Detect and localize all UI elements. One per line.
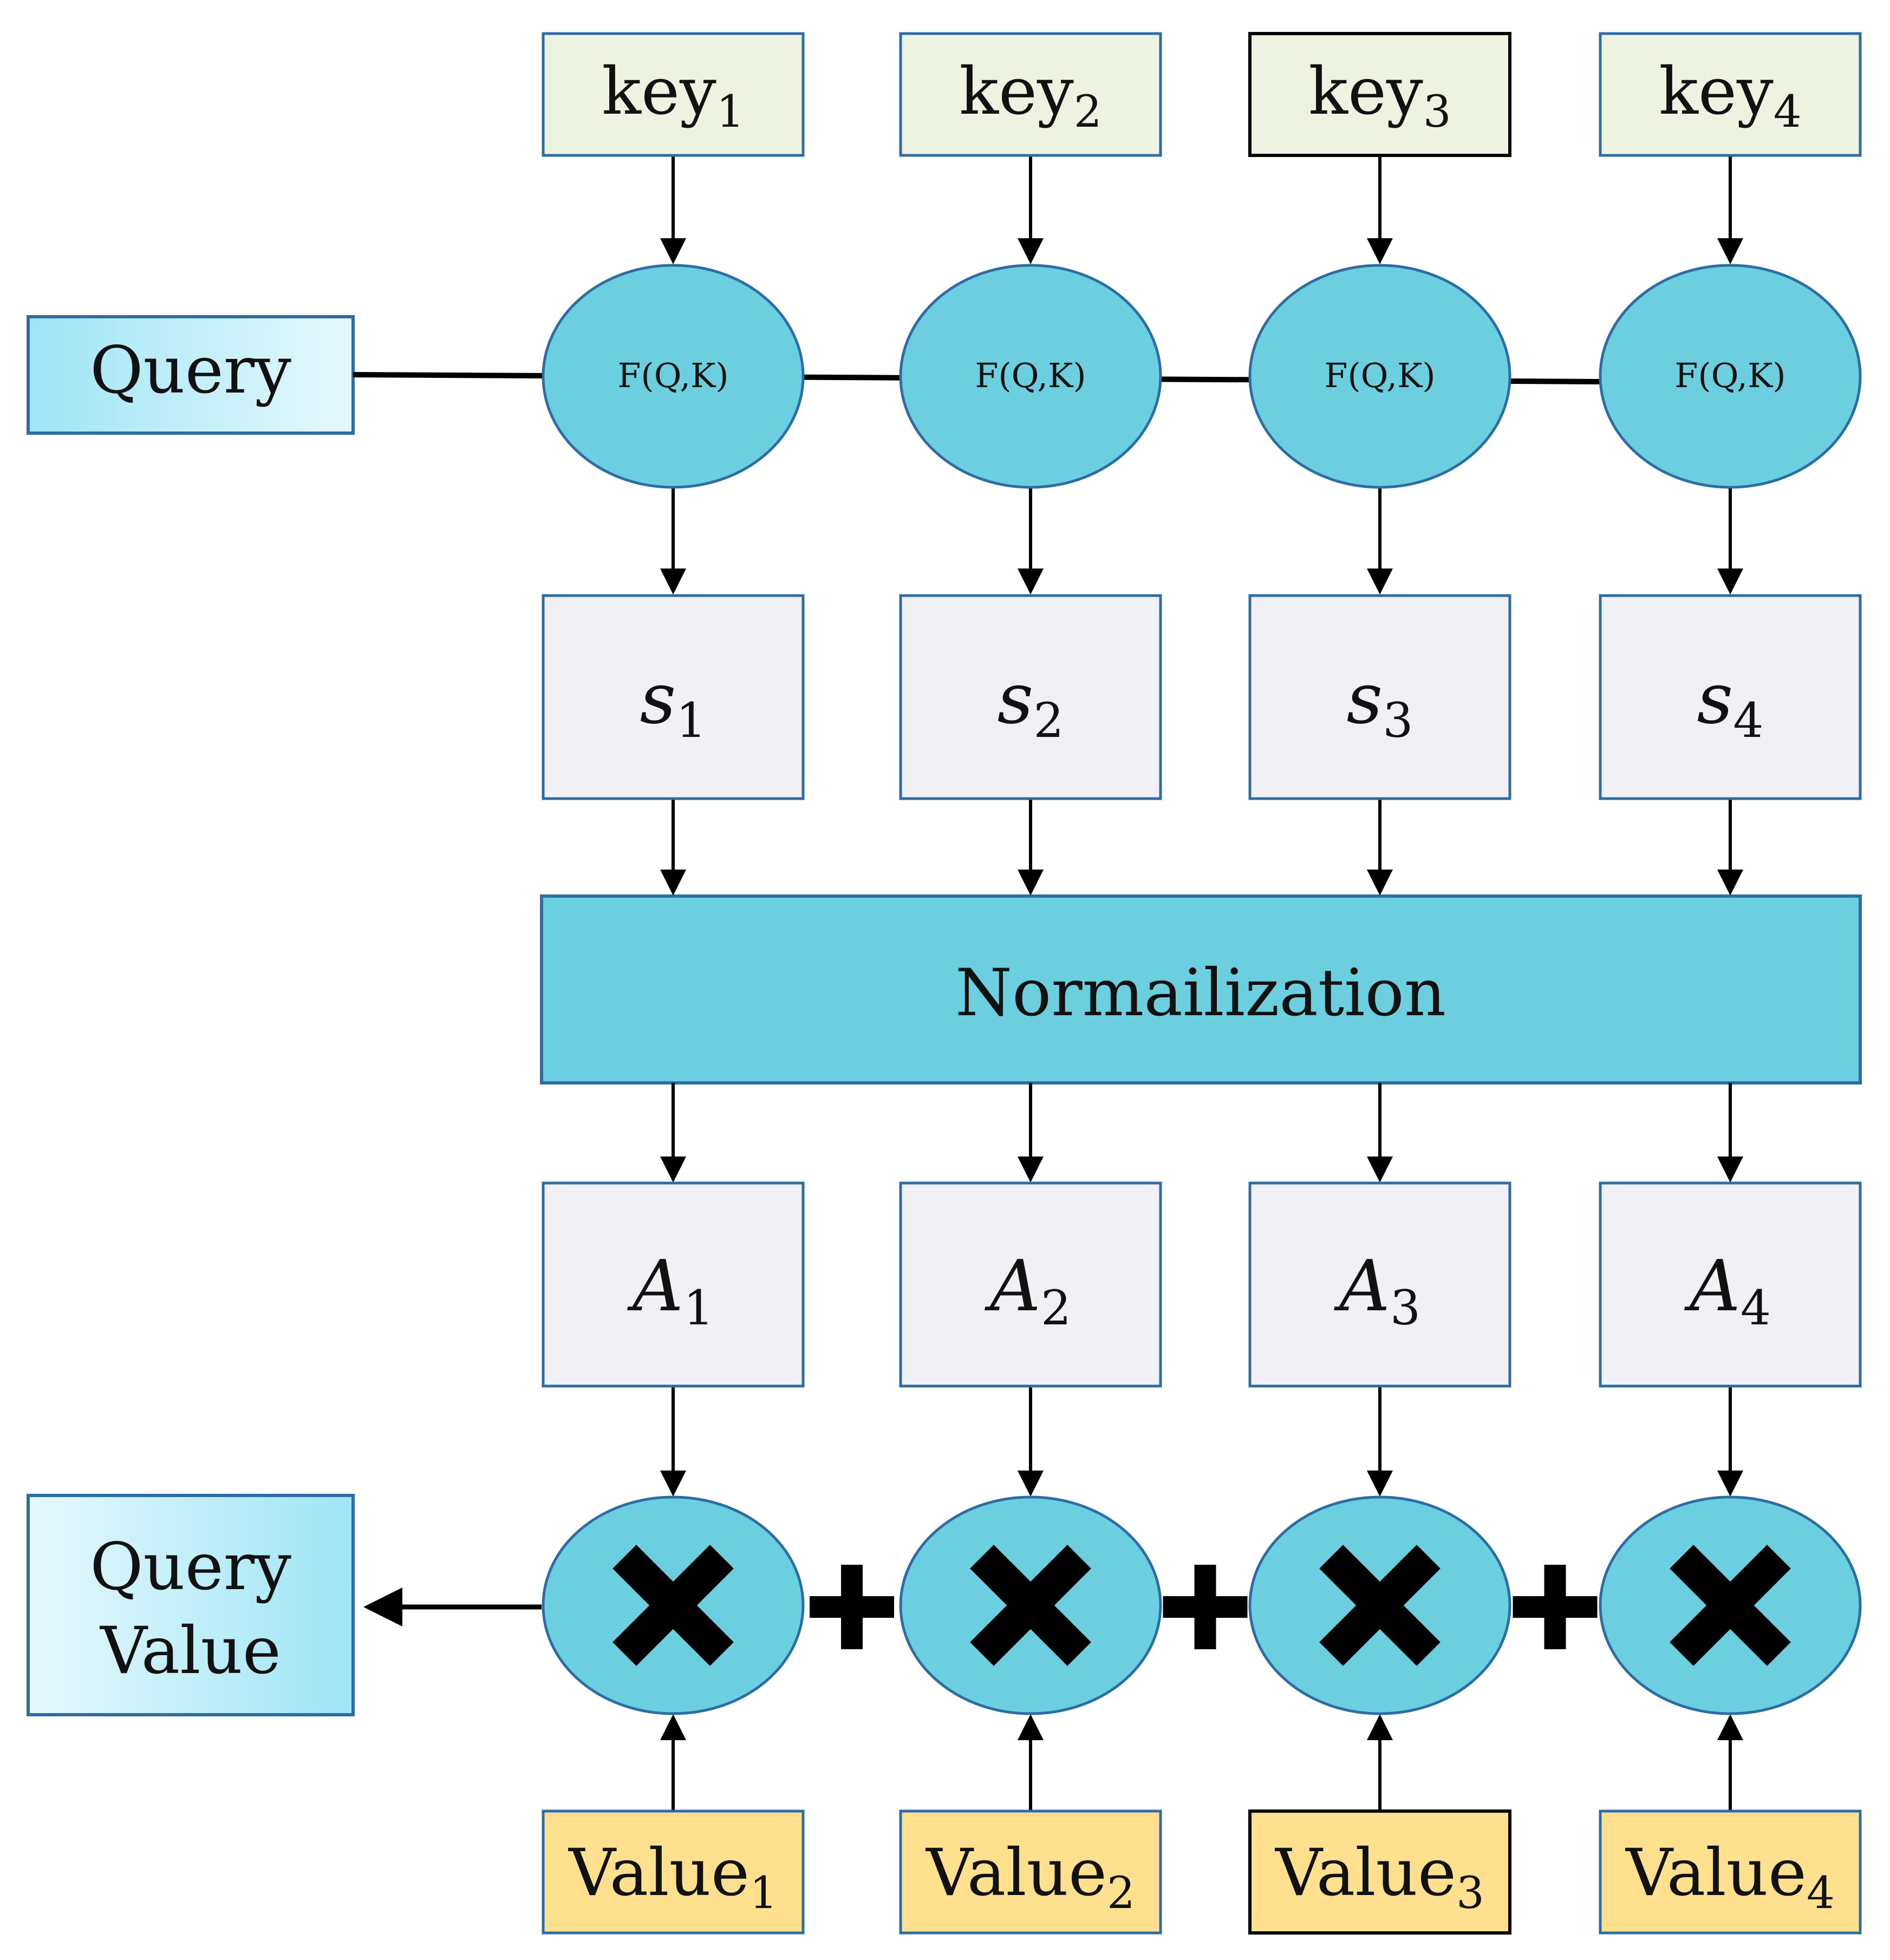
value-label-2: Value2 xyxy=(925,1835,1135,1919)
attention-weight-label-4-base: A xyxy=(1684,1245,1741,1327)
key-label-2: key2 xyxy=(959,54,1102,138)
add-icon xyxy=(810,1565,894,1649)
value-label-4-base: Value xyxy=(1625,1835,1807,1911)
score-label-4-base: s xyxy=(1697,657,1733,740)
score-function-label-4: F(Q,K) xyxy=(1674,356,1785,395)
query-value-label-line1: Query xyxy=(90,1530,291,1605)
value-label-1-subscript: 1 xyxy=(750,1867,778,1919)
value-label-3: Value3 xyxy=(1274,1835,1484,1919)
score-label-3-subscript: 3 xyxy=(1383,692,1413,748)
score-function-node-3: F(Q,K) xyxy=(1248,264,1511,489)
score-label-2: s2 xyxy=(998,657,1064,748)
score-box-4: s4 xyxy=(1599,594,1862,800)
score-label-1: s1 xyxy=(640,657,707,748)
value-box-4: Value4 xyxy=(1599,1809,1862,1935)
query-box: Query xyxy=(27,315,355,435)
key-label-3-base: key xyxy=(1308,54,1423,129)
attention-weight-label-1-base: A xyxy=(627,1245,683,1327)
multiply-icon xyxy=(1319,1545,1441,1666)
score-label-3: s3 xyxy=(1347,657,1413,748)
value-box-2: Value2 xyxy=(899,1809,1162,1935)
key-label-2-subscript: 2 xyxy=(1074,86,1102,138)
key-label-3-subscript: 3 xyxy=(1423,86,1451,138)
key-label-2-base: key xyxy=(959,54,1074,129)
score-label-1-base: s xyxy=(640,657,676,740)
attention-weight-box-2: A2 xyxy=(899,1181,1162,1388)
score-box-3: s3 xyxy=(1248,594,1511,800)
score-box-2: s2 xyxy=(899,594,1162,800)
score-label-2-base: s xyxy=(998,657,1034,740)
score-box-1: s1 xyxy=(542,594,805,800)
score-label-4-subscript: 4 xyxy=(1733,692,1763,748)
value-label-4: Value4 xyxy=(1625,1835,1835,1919)
key-label-1-subscript: 1 xyxy=(716,86,745,138)
value-box-3: Value3 xyxy=(1248,1809,1511,1935)
attention-weight-label-1-subscript: 1 xyxy=(683,1280,714,1336)
attention-weight-label-3-base: A xyxy=(1334,1245,1390,1327)
attention-weight-label-1: A1 xyxy=(627,1245,714,1336)
value-label-3-base: Value xyxy=(1274,1835,1456,1911)
score-function-node-1: F(Q,K) xyxy=(542,264,805,489)
attention-weight-box-3: A3 xyxy=(1248,1181,1511,1388)
score-function-label-3: F(Q,K) xyxy=(1324,356,1435,395)
attention-weight-label-3-subscript: 3 xyxy=(1390,1280,1420,1336)
key-label-1: key1 xyxy=(602,54,744,138)
score-function-label-1: F(Q,K) xyxy=(617,356,728,395)
key-label-1-base: key xyxy=(602,54,716,129)
value-box-1: Value1 xyxy=(542,1809,805,1935)
attention-weight-label-4: A4 xyxy=(1684,1245,1771,1336)
value-label-1: Value1 xyxy=(568,1835,778,1919)
score-label-1-subscript: 1 xyxy=(676,692,706,748)
key-label-4: key4 xyxy=(1659,54,1801,138)
score-label-3-base: s xyxy=(1347,657,1383,740)
multiply-node-4 xyxy=(1599,1495,1862,1715)
attention-weight-label-2: A2 xyxy=(985,1245,1071,1336)
key-box-4: key4 xyxy=(1599,32,1862,157)
value-label-2-base: Value xyxy=(925,1835,1107,1911)
value-label-3-subscript: 3 xyxy=(1456,1867,1484,1919)
score-function-node-2: F(Q,K) xyxy=(899,264,1162,489)
key-label-3: key3 xyxy=(1308,54,1451,138)
attention-weight-label-2-base: A xyxy=(985,1245,1041,1327)
query-value-label-line2: Value xyxy=(99,1613,281,1689)
normalization-bar: Normailization xyxy=(540,894,1862,1084)
multiply-icon xyxy=(1670,1545,1791,1666)
multiply-icon xyxy=(612,1545,734,1666)
key-label-4-base: key xyxy=(1659,54,1774,129)
attention-weight-box-1: A1 xyxy=(542,1181,805,1388)
multiply-node-3 xyxy=(1248,1495,1511,1715)
score-function-label-2: F(Q,K) xyxy=(975,356,1086,395)
score-label-2-subscript: 2 xyxy=(1033,692,1064,748)
key-box-2: key2 xyxy=(899,32,1162,157)
multiply-node-2 xyxy=(899,1495,1162,1715)
value-label-1-base: Value xyxy=(568,1835,750,1911)
key-box-3: key3 xyxy=(1248,32,1511,157)
score-function-node-4: F(Q,K) xyxy=(1599,264,1862,489)
attention-weight-label-3: A3 xyxy=(1334,1245,1420,1336)
score-label-4: s4 xyxy=(1697,657,1764,748)
query-value-box: Query Value xyxy=(27,1494,355,1716)
key-box-1: key1 xyxy=(542,32,805,157)
key-label-4-subscript: 4 xyxy=(1774,86,1802,138)
add-icon xyxy=(1163,1565,1248,1649)
multiply-node-1 xyxy=(542,1495,805,1715)
value-label-4-subscript: 4 xyxy=(1807,1867,1835,1919)
add-icon xyxy=(1513,1565,1598,1649)
multiply-icon xyxy=(970,1545,1091,1666)
attention-weight-label-4-subscript: 4 xyxy=(1741,1280,1771,1336)
normalization-label: Normailization xyxy=(955,956,1446,1031)
attention-weight-box-4: A4 xyxy=(1599,1181,1862,1388)
value-label-2-subscript: 2 xyxy=(1107,1867,1135,1919)
attention-weight-label-2-subscript: 2 xyxy=(1041,1280,1071,1336)
query-label: Query xyxy=(90,333,291,408)
